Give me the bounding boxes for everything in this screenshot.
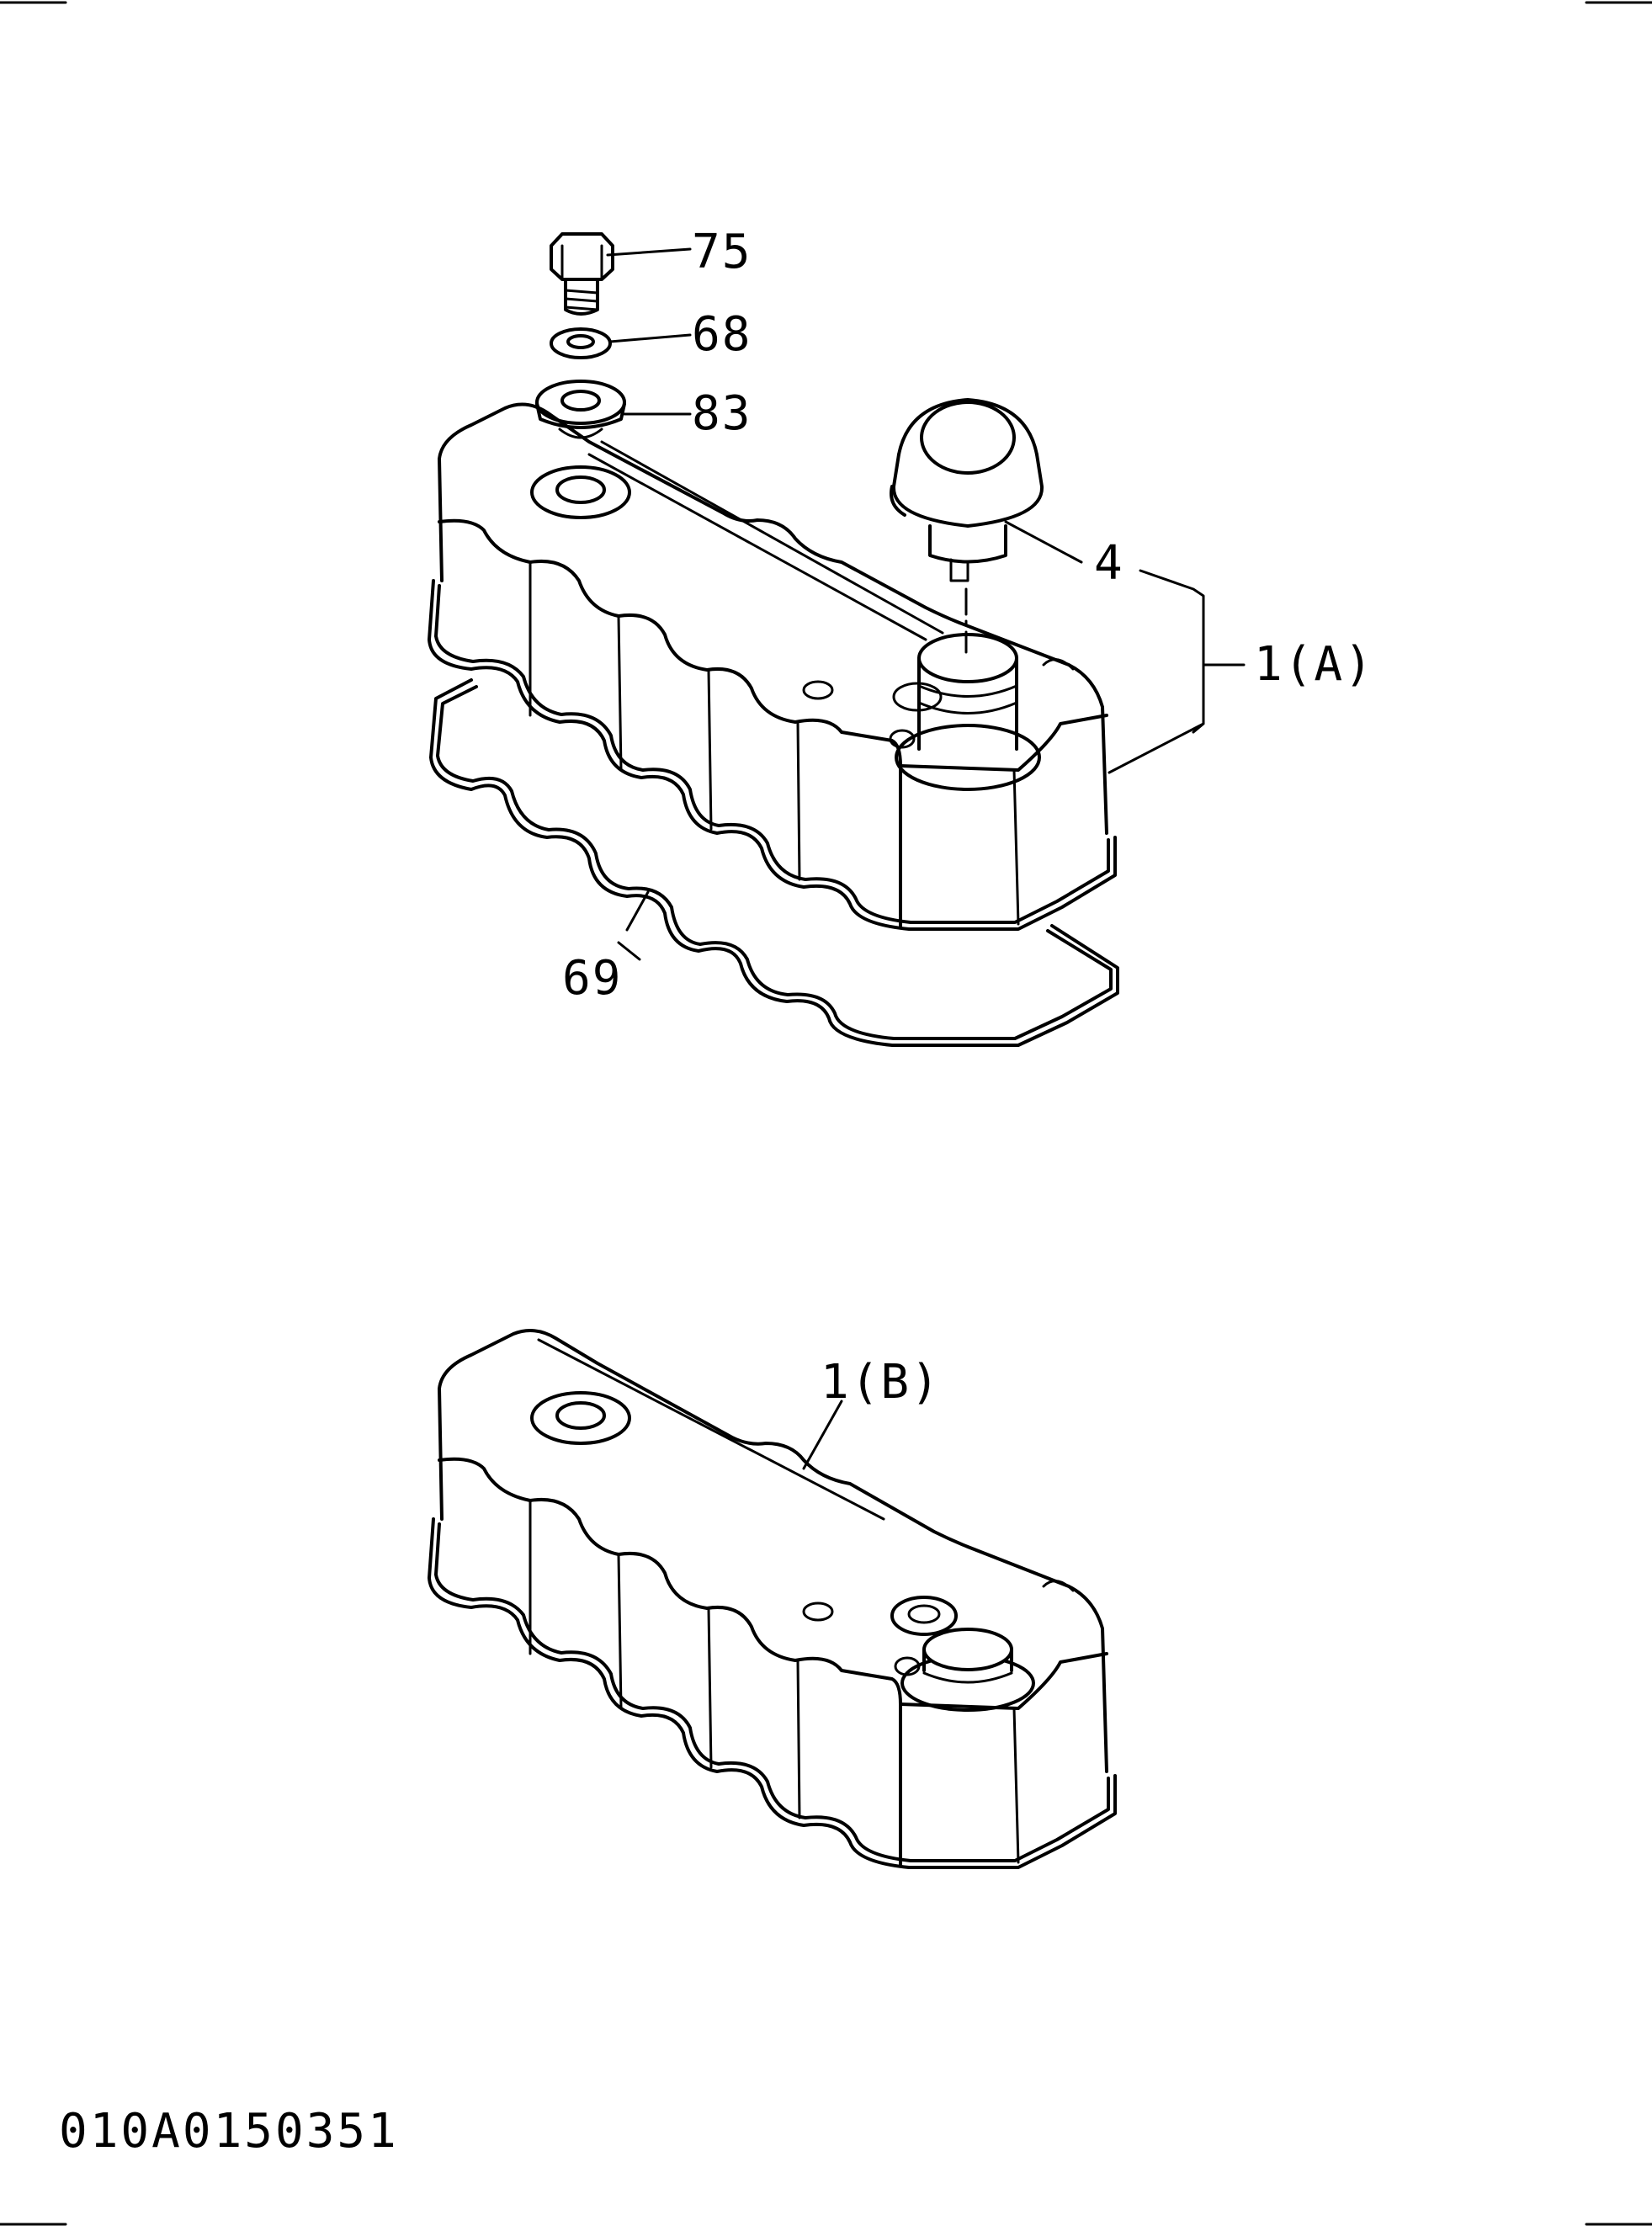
callout-4: 4 [1094,536,1124,591]
drawing-code: 010A0150351 [59,2104,399,2159]
callout-83: 83 [692,386,752,441]
bolt-75 [550,232,614,316]
callout-1b: 1(B) [821,1355,941,1410]
washer-68 [550,327,612,359]
grommet-83 [535,380,626,439]
callout-69: 69 [562,951,623,1006]
callout-1a: 1(A) [1254,637,1374,692]
callout-68: 68 [692,307,752,362]
callout-75: 75 [692,225,752,279]
leader-lines-upper [606,247,1246,961]
gasket-69 [429,678,1119,1047]
breather-cap-4 [890,398,1044,654]
valve-cover-b [428,1329,1117,1869]
valve-cover-a [428,402,1117,931]
